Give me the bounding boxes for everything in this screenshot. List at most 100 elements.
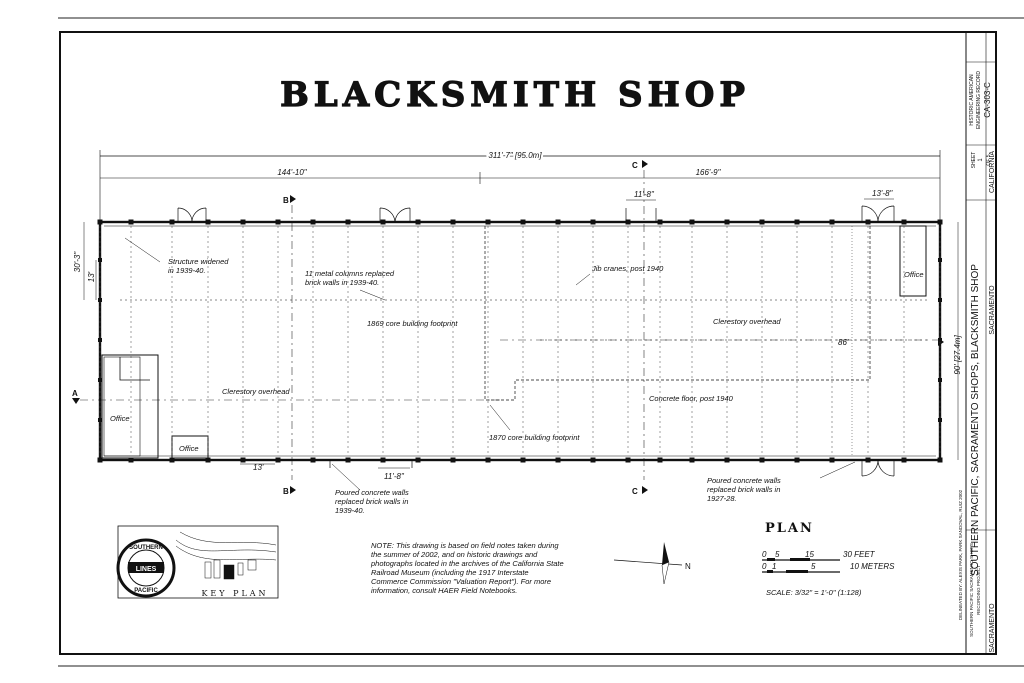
section-label-c-top: C xyxy=(632,161,638,170)
wall-column xyxy=(938,418,942,422)
column xyxy=(689,457,695,463)
column xyxy=(937,457,943,463)
scale-feet-15: 15 xyxy=(805,550,814,559)
note-line-4: Railroad Museum (including the 1917 Inte… xyxy=(371,568,529,577)
column xyxy=(275,457,281,463)
column xyxy=(759,457,765,463)
section-label-b-bottom: B xyxy=(283,487,289,496)
note-structure-widened-1: Structure widened xyxy=(168,257,229,266)
column xyxy=(794,457,800,463)
key-plan-label: KEY PLAN xyxy=(201,589,268,598)
column xyxy=(555,457,561,463)
scale-feet-5: 5 xyxy=(775,550,780,559)
title-block-bottom-1: SOUTHERN PACIFIC SACRAMENTO SHOPS xyxy=(969,543,974,637)
column xyxy=(380,457,386,463)
note-poured-right-3: 1927-28. xyxy=(707,494,737,503)
scale-meter-0: 0 xyxy=(762,562,767,571)
graphic-scale: 0 5 15 30 FEET 0 1 5 10 METERS xyxy=(762,550,895,573)
column xyxy=(794,219,800,225)
label-office-left: Office xyxy=(110,414,130,423)
column xyxy=(380,219,386,225)
title-block-sheet-no: 1 xyxy=(978,158,984,162)
column xyxy=(724,457,730,463)
note-poured-left-1: Poured concrete walls xyxy=(335,488,409,497)
column xyxy=(555,219,561,225)
title-block-sheet-label: SHEET xyxy=(971,152,977,169)
title-block-main: SOUTHERN PACIFIC, SACRAMENTO SHOPS, BLAC… xyxy=(970,264,981,576)
logo-bottom-text: PACIFIC xyxy=(134,588,158,594)
overall-dimension: 311'-7" [95.0m] xyxy=(488,151,542,160)
wall-column xyxy=(938,258,942,262)
column xyxy=(128,457,134,463)
inner-right-dimension: 86' xyxy=(838,338,849,347)
north-label: N xyxy=(685,562,691,571)
right-segment-dimension: 166'-9" xyxy=(696,168,722,177)
note-poured-left-3: 1939-40. xyxy=(335,506,365,515)
plan-label: PLAN xyxy=(765,521,814,536)
note-line-2: the summer of 2002, and on historic draw… xyxy=(371,550,538,559)
drawing-note: NOTE: This drawing is based on field not… xyxy=(370,541,564,595)
column xyxy=(240,457,246,463)
column xyxy=(450,457,456,463)
section-mark-a-left xyxy=(72,398,80,404)
scale-feet-0: 0 xyxy=(762,550,767,559)
title-block: SOUTHERN PACIFIC, SACRAMENTO SHOPS, BLAC… xyxy=(958,32,996,654)
bay-top-dimension: 11'-8" xyxy=(634,190,655,199)
column xyxy=(520,457,526,463)
note-clerestory-right: Clerestory overhead xyxy=(713,317,781,326)
column xyxy=(829,457,835,463)
column xyxy=(450,219,456,225)
column xyxy=(657,457,663,463)
title-block-agency-2: ENGINEERING RECORD xyxy=(976,71,982,129)
section-label-b-top: B xyxy=(283,196,289,205)
column xyxy=(169,219,175,225)
column xyxy=(724,219,730,225)
label-office-bottom: Office xyxy=(179,444,199,453)
column xyxy=(657,219,663,225)
left-segment-dimension: 144'-10" xyxy=(277,168,307,177)
column xyxy=(829,219,835,225)
wall-column xyxy=(938,378,942,382)
title-block-sheet-of: OF 5 xyxy=(986,154,992,165)
column xyxy=(759,219,765,225)
north-arrow-icon: N xyxy=(613,542,691,585)
scale-text: SCALE: 3/32" = 1'-0" (1:128) xyxy=(766,588,862,597)
note-columns-2: brick walls in 1939-40. xyxy=(305,278,379,287)
column xyxy=(415,457,421,463)
section-mark-c-bottom xyxy=(642,486,648,494)
column xyxy=(865,457,871,463)
column xyxy=(937,219,943,225)
column xyxy=(345,457,351,463)
wall-column xyxy=(98,298,102,302)
door-openings xyxy=(177,205,895,477)
column xyxy=(520,219,526,225)
note-line-6: information, consult HAER Field Notebook… xyxy=(371,586,517,595)
column xyxy=(485,457,491,463)
column xyxy=(689,219,695,225)
right-height-dimension: 90' [27.4m] xyxy=(953,335,962,375)
title-block-county: SACRAMENTO xyxy=(989,285,996,335)
column xyxy=(625,219,631,225)
column xyxy=(240,219,246,225)
wall-column xyxy=(938,298,942,302)
leader-lines xyxy=(124,237,856,491)
title-block-record-no: CA-303-C xyxy=(983,82,992,118)
plan-annotations: Structure widened in 1939-40. 11 metal c… xyxy=(110,257,924,515)
scale-meter-1: 1 xyxy=(772,562,776,571)
bottom-bay-dimension: 13' xyxy=(253,463,264,472)
column xyxy=(128,219,134,225)
section-mark-c-top xyxy=(642,160,648,168)
column xyxy=(415,219,421,225)
scale-meter-5: 5 xyxy=(811,562,816,571)
scale-feet-label: 30 FEET xyxy=(843,550,876,559)
title-block-bottom-2: RECORDING PROJECT xyxy=(976,565,981,615)
section-label-c-bottom: C xyxy=(632,487,638,496)
column xyxy=(901,219,907,225)
column xyxy=(590,219,596,225)
note-1869-footprint: 1869 core building footprint xyxy=(367,319,458,328)
note-line-3: photographs located in the archives of t… xyxy=(370,559,564,568)
column xyxy=(97,457,103,463)
column xyxy=(205,219,211,225)
left-height-dimension: 30'-3" xyxy=(73,251,82,273)
column xyxy=(901,457,907,463)
